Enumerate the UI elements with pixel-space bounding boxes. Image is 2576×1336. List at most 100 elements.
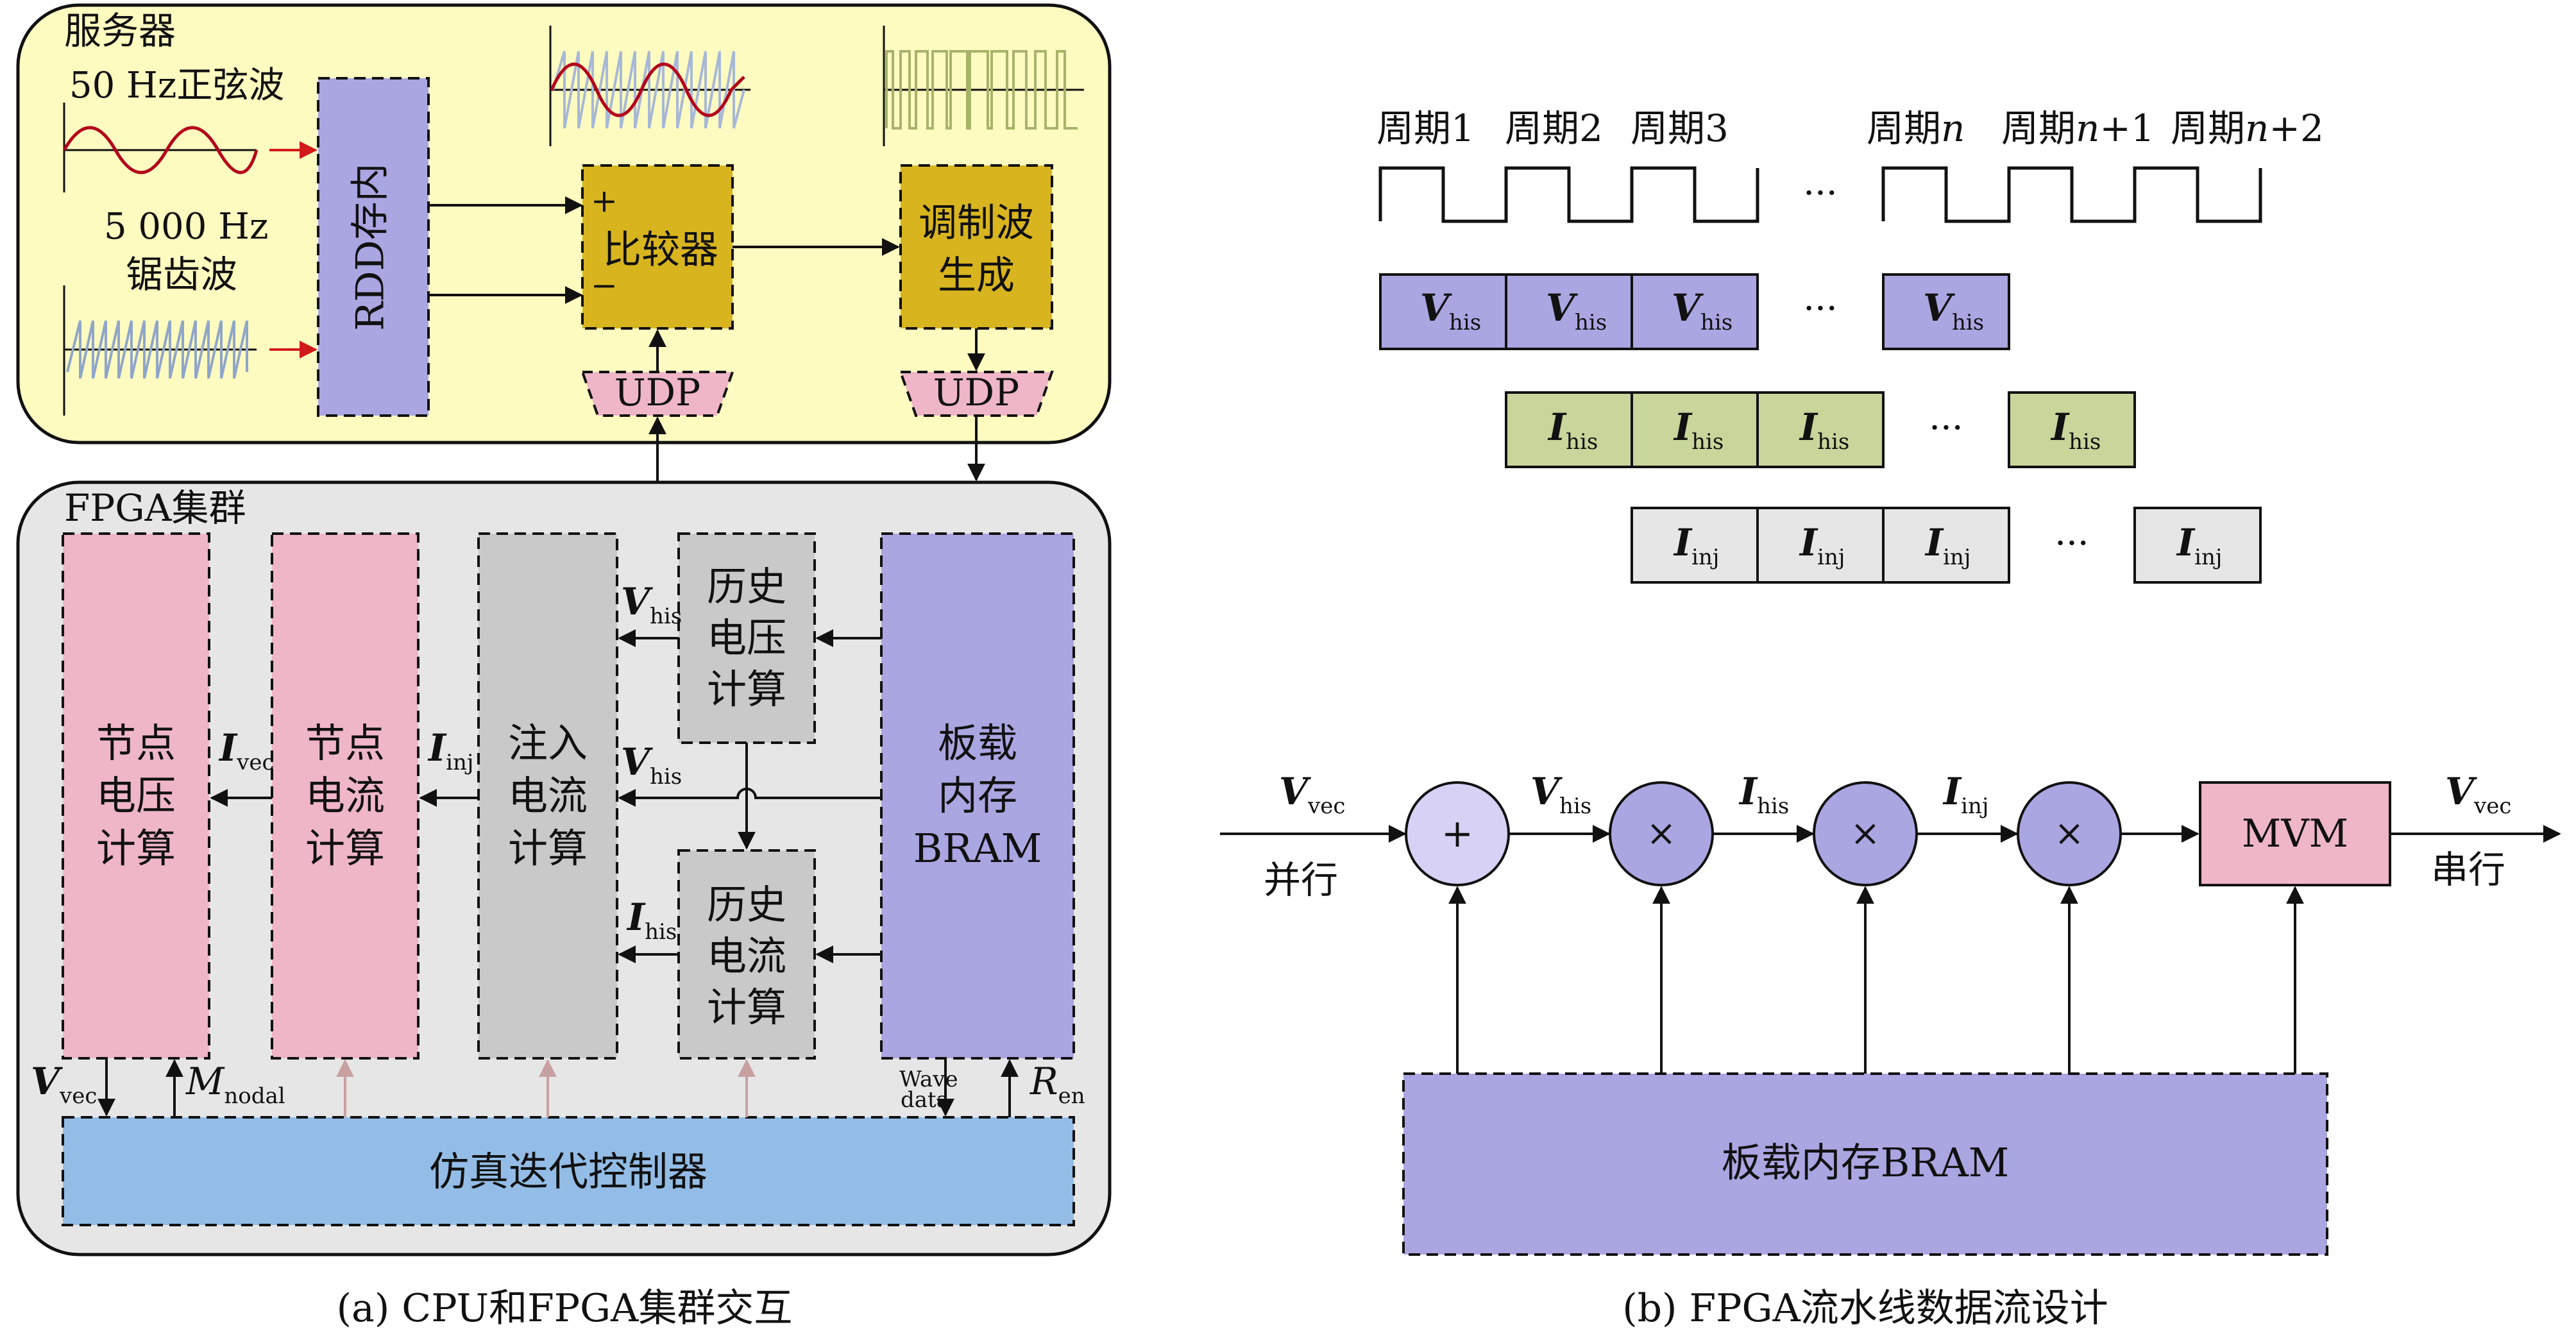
pipe-output-mode: 串行 bbox=[2431, 848, 2505, 892]
ihis-cell bbox=[2008, 391, 2136, 468]
mvm-label: MVM bbox=[2242, 811, 2348, 856]
iinj-cell-label: Iinj bbox=[1673, 521, 1719, 570]
iinj-cell bbox=[1882, 507, 2010, 584]
comparator-label: 比较器 bbox=[603, 228, 718, 273]
caption-b: (b) FPGA流水线数据流设计 bbox=[1622, 1286, 2108, 1331]
pipe-bram-label: 板载内存BRAM bbox=[1722, 1139, 2010, 1186]
panel-b: 周期1 周期2 周期3 周期n 周期n+1 周期n+2 ··· Vhis Vhi… bbox=[1220, 106, 2561, 1331]
sig-iinj: Iinj bbox=[427, 726, 473, 775]
adder-symbol: + bbox=[1441, 811, 1473, 856]
sig-wave-2: data bbox=[901, 1087, 949, 1113]
node-current-block bbox=[271, 532, 419, 1060]
ihis-cell-label: Ihis bbox=[1547, 405, 1598, 455]
controller-label: 仿真迭代控制器 bbox=[429, 1148, 708, 1195]
saw-label-1: 5 000 Hz bbox=[104, 206, 268, 248]
period-label-n1: 周期n+1 bbox=[2001, 106, 2155, 150]
bram-line-2: 内存 bbox=[938, 772, 1017, 819]
udp-right-label: UDP bbox=[933, 371, 1019, 414]
node-voltage-block bbox=[62, 532, 210, 1060]
rdd-block bbox=[317, 77, 430, 417]
pipe-bram-block bbox=[1402, 1072, 2328, 1256]
sig-vhis-mid: Vhis bbox=[621, 740, 682, 790]
sig-mnodal: Mnodal bbox=[185, 1060, 285, 1109]
pipeline: Vvec 并行 + Vhis × Ihis × Iinj × MVM Vvec … bbox=[1220, 770, 2561, 1256]
iinj-cell-label: Iinj bbox=[1924, 521, 1970, 570]
hist-current-block bbox=[677, 849, 816, 1060]
clock-wave-right bbox=[1881, 166, 2262, 223]
ihis-cell-label: Ihis bbox=[1799, 405, 1849, 455]
iinj-ellipsis: ··· bbox=[2055, 523, 2089, 564]
vhis-cell bbox=[1631, 273, 1759, 350]
comparator-minus: − bbox=[591, 267, 618, 304]
node-current-line-2: 电流 bbox=[305, 772, 385, 819]
pipe-input-mode: 并行 bbox=[1264, 858, 1338, 902]
sig-ren: Ren bbox=[1030, 1060, 1085, 1109]
inject-current-line-3: 计算 bbox=[508, 825, 588, 872]
node-current-line-1: 节点 bbox=[305, 720, 385, 766]
caption-a: (a) CPU和FPGA集群交互 bbox=[337, 1286, 793, 1331]
vhis-cell bbox=[1505, 273, 1633, 350]
hist-voltage-line-1: 历史 bbox=[707, 563, 786, 610]
hist-voltage-line-3: 计算 bbox=[707, 666, 786, 713]
pipe-vhis-label: Vhis bbox=[1530, 770, 1591, 819]
comparator-block bbox=[581, 164, 734, 330]
bram-block bbox=[880, 532, 1075, 1060]
controller-block bbox=[62, 1116, 1075, 1226]
sig-ivec: Ivec bbox=[218, 726, 275, 775]
mult-symbol-1: × bbox=[1647, 813, 1677, 854]
cluster-title: FPGA集群 bbox=[64, 486, 246, 530]
pipe-input-label: Vvec bbox=[1279, 770, 1345, 819]
ihis-cell-label: Ihis bbox=[2050, 405, 2101, 455]
mvm-block bbox=[2199, 781, 2391, 886]
mult-symbol-3: × bbox=[2055, 813, 2085, 854]
pipe-iinj-label: Iinj bbox=[1942, 770, 1988, 819]
node-voltage-line-2: 电压 bbox=[96, 772, 176, 819]
pipe-output-label: Vvec bbox=[2445, 770, 2511, 819]
bram-line-3: BRAM bbox=[913, 825, 1042, 872]
pipe-ihis-label: Ihis bbox=[1738, 770, 1789, 819]
inject-current-line-1: 注入 bbox=[508, 720, 588, 766]
ihis-cell bbox=[1756, 391, 1885, 468]
iinj-cell bbox=[1631, 507, 1759, 584]
period-label-n2: 周期n+2 bbox=[2171, 106, 2324, 150]
udp-right-shape bbox=[899, 371, 1054, 417]
iinj-cell-label: Iinj bbox=[2176, 521, 2222, 570]
udp-left-shape bbox=[580, 371, 734, 417]
iinj-cell bbox=[2133, 507, 2262, 584]
ihis-row: Ihis Ihis Ihis ··· Ihis bbox=[1505, 391, 2136, 468]
node-voltage-line-3: 计算 bbox=[96, 825, 176, 872]
saw-label-2: 锯齿波 bbox=[126, 253, 237, 296]
iinj-cell-label: Iinj bbox=[1799, 521, 1845, 570]
udp-left-label: UDP bbox=[614, 371, 700, 414]
sig-vhis-top: Vhis bbox=[621, 580, 682, 629]
vhis-row: Vhis Vhis Vhis ··· Vhis bbox=[1379, 273, 2010, 350]
mult-symbol-2: × bbox=[1851, 813, 1881, 854]
sig-vvec: Vvec bbox=[31, 1060, 97, 1109]
node-voltage-line-1: 节点 bbox=[96, 720, 176, 766]
server-title: 服务器 bbox=[64, 9, 176, 53]
hist-current-line-2: 电流 bbox=[707, 933, 786, 979]
iinj-row: Iinj Iinj Iinj ··· Iinj bbox=[1631, 507, 2262, 584]
modgen-label-1: 调制波 bbox=[919, 201, 1034, 246]
node-current-line-3: 计算 bbox=[305, 825, 385, 872]
modgen-block bbox=[899, 164, 1053, 330]
panel-a: 服务器 50 Hz正弦波 5 000 Hz 锯齿波 RDD存内 + − 比较 bbox=[16, 3, 1112, 1331]
inject-current-line-2: 电流 bbox=[508, 772, 588, 819]
vhis-cell bbox=[1379, 273, 1507, 350]
saw-wave bbox=[66, 320, 248, 379]
vhis-cell-label: Vhis bbox=[1546, 286, 1607, 335]
ihis-cell bbox=[1505, 391, 1633, 468]
clock-ellipsis: ··· bbox=[1803, 173, 1837, 214]
sig-wave-1: Wave bbox=[899, 1067, 958, 1092]
period-label-3: 周期3 bbox=[1631, 106, 1729, 150]
comparator-wave-thumb bbox=[549, 26, 750, 146]
bram-line-1: 板载 bbox=[938, 720, 1017, 766]
vhis-cell-label: Vhis bbox=[1923, 286, 1984, 335]
clock-wave-left bbox=[1378, 166, 1759, 223]
inject-current-block bbox=[477, 532, 618, 1060]
period-label-n: 周期n bbox=[1867, 106, 1965, 150]
modgen-label-2: 生成 bbox=[938, 253, 1015, 298]
rdd-label: RDD存内 bbox=[348, 163, 393, 330]
sine-label: 50 Hz正弦波 bbox=[69, 65, 284, 106]
